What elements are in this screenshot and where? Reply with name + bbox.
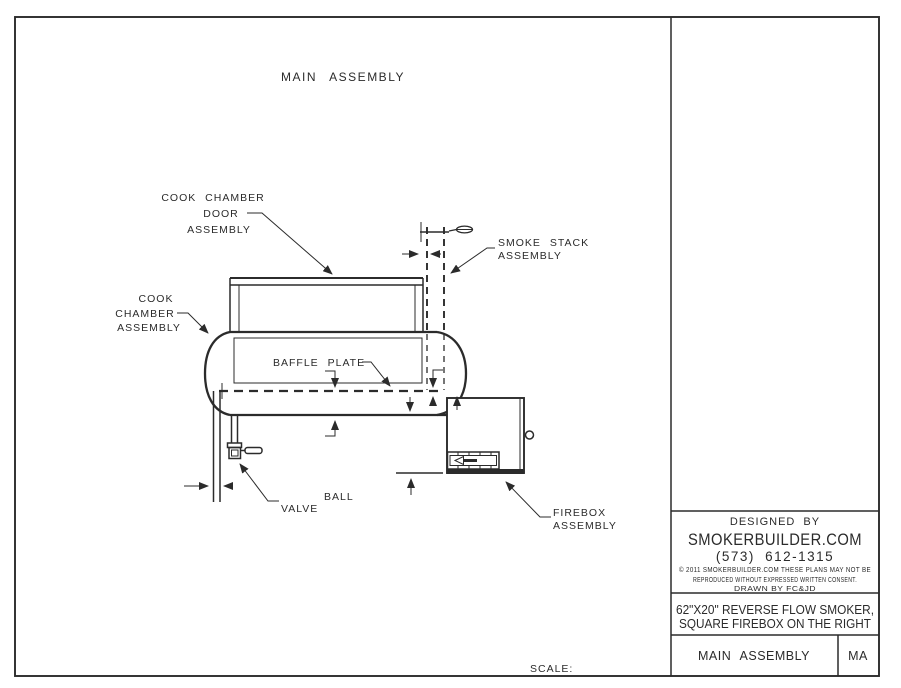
ball-valve-drawing xyxy=(226,415,279,502)
cook-chamber-label-3: ASSEMBLY xyxy=(117,322,181,334)
scale-label: SCALE: xyxy=(530,663,573,675)
copyright-line-2: REPRODUCED WITHOUT EXPRESSED WRITTEN CON… xyxy=(693,577,857,584)
firebox-base-strip xyxy=(447,469,524,474)
description-line-2: SQUARE FIREBOX ON THE RIGHT xyxy=(679,617,871,631)
ball-valve-label-2: VALVE xyxy=(281,503,318,515)
cook-chamber-door-label-2: DOOR xyxy=(203,208,239,220)
chamber-left-cap xyxy=(203,330,231,417)
copyright-line-1: © 2011 SMOKERBUILDER.COM THESE PLANS MAY… xyxy=(679,566,871,574)
valve-handle xyxy=(244,446,263,455)
leg-pipe-drawing xyxy=(184,391,233,502)
copyright-line-3: DRAWN BY FC&JD xyxy=(734,586,816,593)
description-line-1: 62"X20" REVERSE FLOW SMOKER, xyxy=(676,603,874,617)
damper-slider-track xyxy=(449,455,497,466)
smoke-stack-drawing xyxy=(402,222,495,390)
ball-valve-leader xyxy=(239,463,279,502)
label-leaders xyxy=(177,212,391,387)
valve-body-detail xyxy=(231,449,239,457)
designed-by-text: DESIGNED BY xyxy=(730,516,820,528)
sheet-border xyxy=(14,16,880,677)
dimension-arrows xyxy=(325,369,461,495)
smoke-stack-label-2: ASSEMBLY xyxy=(498,250,562,262)
cook-chamber-drawing xyxy=(203,330,468,417)
cook-chamber-door-leader xyxy=(247,212,333,275)
door-opening-outline xyxy=(233,337,423,384)
smoke-stack-label-1: SMOKE STACK xyxy=(498,237,589,249)
cook-chamber-leader xyxy=(177,312,209,334)
firebox-handle xyxy=(524,430,535,440)
valve-body xyxy=(228,446,242,460)
damper-arrow-glyph xyxy=(453,455,464,466)
damper-handle-rod xyxy=(448,228,457,232)
company-name: SMOKERBUILDER.COM xyxy=(688,531,862,549)
firebox-label-2: ASSEMBLY xyxy=(553,520,617,532)
sheet-name: MAIN ASSEMBLY xyxy=(698,649,810,663)
sheet-frame xyxy=(14,16,880,677)
firebox-drawing xyxy=(446,397,551,518)
baffle-plate-label: BAFFLE PLATE xyxy=(273,357,365,369)
drawing-title: MAIN ASSEMBLY xyxy=(281,70,405,84)
phone-number: (573) 612-1315 xyxy=(716,549,834,564)
smoke-stack-leader xyxy=(450,247,495,274)
dim-baffle-down-right xyxy=(429,369,443,388)
firebox-leader xyxy=(505,481,551,518)
cook-chamber-door-label-3: ASSEMBLY xyxy=(187,224,251,236)
baffle-plate-leader xyxy=(362,361,391,387)
dim-baffle-down-left xyxy=(325,370,339,388)
dim-bottom-up-left xyxy=(325,420,339,437)
ball-valve-label-1: BALL xyxy=(324,491,354,503)
sheet-code: MA xyxy=(848,649,868,663)
firebox-label-1: FIREBOX xyxy=(553,507,606,519)
cook-chamber-door-label-1: COOK CHAMBER xyxy=(161,192,264,204)
cook-chamber-door-drawing xyxy=(229,277,424,332)
cook-chamber-label-2: CHAMBER xyxy=(115,308,175,320)
cook-chamber-label-1: COOK xyxy=(139,293,174,305)
